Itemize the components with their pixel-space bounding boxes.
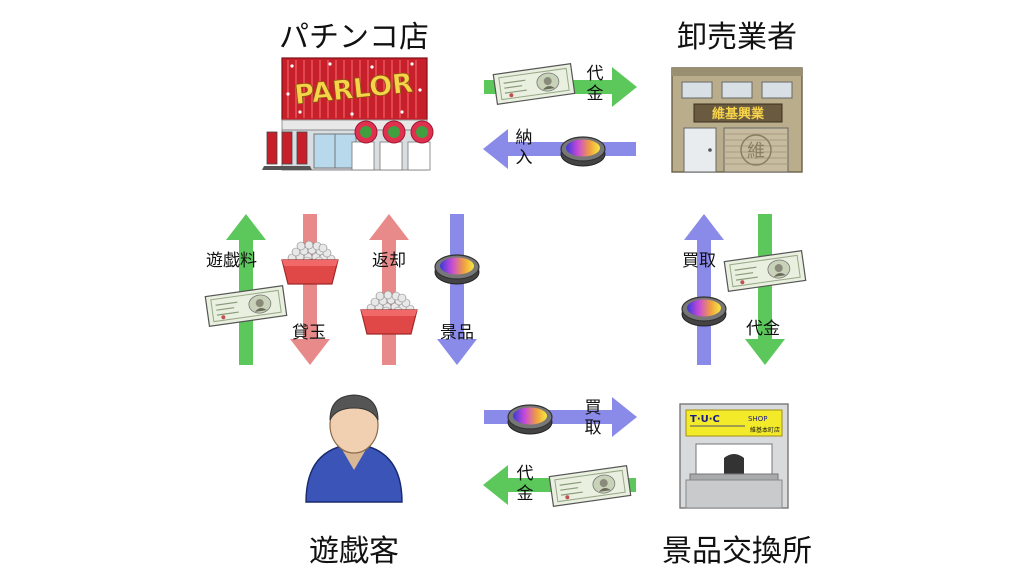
prize-token-icon (507, 404, 553, 435)
flow-label-parlor-to-customer-balls: 貸玉 (292, 323, 326, 343)
wholesaler-building-icon: 維基興業 維 (671, 67, 803, 173)
ball-tray-icon (281, 240, 339, 285)
ball-tray-icon (360, 290, 418, 335)
node-label-wholesaler: 卸売業者 (677, 20, 797, 55)
flow-label-exchange-to-wholesaler: 買取 (682, 251, 716, 271)
exchange-booth-icon: T·U·C SHOP 維基本町店 (679, 403, 789, 509)
flow-label-customer-to-exchange: 買取 (584, 398, 602, 438)
prize-token-icon (434, 254, 480, 285)
flow-label-exchange-to-customer: 代金 (516, 464, 534, 504)
prize-token-icon (681, 296, 727, 327)
customer-person-icon (305, 394, 403, 503)
arrow-parlor-to-customer-prize (437, 214, 477, 365)
flow-label-customer-to-parlor: 遊戯料 (206, 251, 257, 271)
prize-token-icon (560, 136, 606, 167)
arrow-wholesaler-to-exchange (745, 214, 785, 365)
flow-label-parlor-to-customer-prize: 景品 (440, 323, 474, 343)
arrow-customer-to-exchange (484, 397, 637, 437)
flow-label-wholesaler-to-parlor: 納入 (515, 128, 533, 168)
banknote-icon (492, 63, 576, 105)
exchange-logo: T·U·C (690, 414, 720, 425)
parlor-building-icon: PARLOR (262, 57, 434, 171)
arrow-exchange-to-wholesaler (684, 214, 724, 365)
arrow-customer-to-parlor-return (369, 214, 409, 365)
node-label-customer: 遊戯客 (309, 534, 399, 569)
banknote-icon (548, 465, 632, 507)
exchange-shop: SHOP (748, 415, 767, 423)
banknote-icon (204, 285, 288, 327)
wholesaler-sign: 維基興業 (712, 106, 765, 122)
banknote-icon (723, 250, 807, 292)
wholesaler-emblem: 維 (747, 141, 765, 162)
node-label-parlor: パチンコ店 (279, 20, 429, 55)
flow-label-wholesaler-to-exchange: 代金 (746, 319, 780, 339)
node-label-exchange: 景品交換所 (662, 534, 812, 569)
flow-label-customer-to-parlor-return: 返却 (372, 251, 406, 271)
flow-label-parlor-to-wholesaler: 代金 (586, 64, 604, 104)
arrow-customer-to-parlor (226, 214, 266, 365)
exchange-branch: 維基本町店 (750, 426, 780, 434)
arrow-wholesaler-to-parlor (483, 129, 636, 169)
arrow-parlor-to-customer-balls (290, 214, 330, 365)
